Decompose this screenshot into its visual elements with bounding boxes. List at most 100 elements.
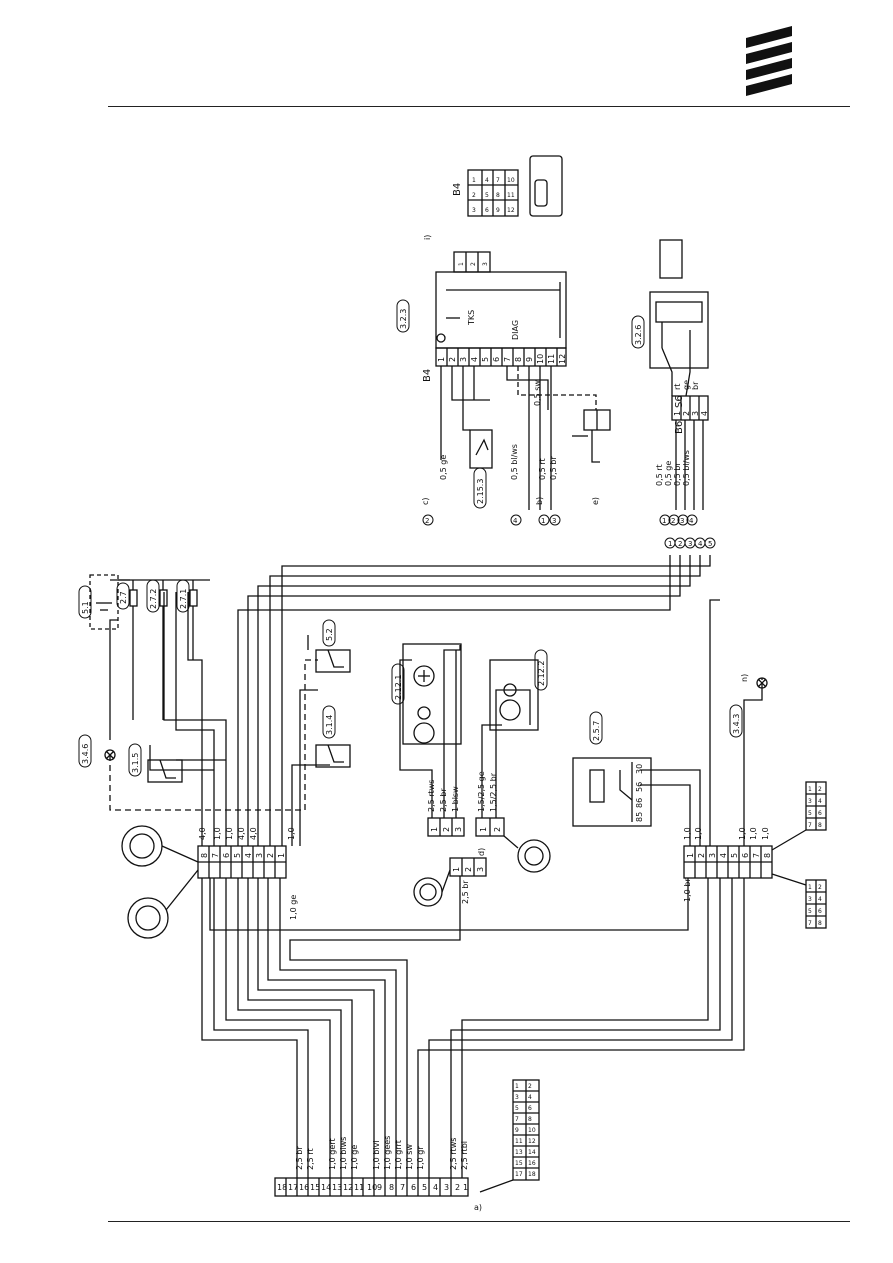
pin-label: 3 [476, 867, 485, 872]
pin-label: 7 [503, 357, 512, 362]
sensor-2-15-3 [469, 429, 493, 469]
circled-3: 3 [552, 517, 556, 525]
connector-a-wire-labels: 2,5 br 2,5 rt 1,0 gert 1,0 blws 1,0 ge 1… [295, 1136, 469, 1170]
pin-label: 8 [514, 357, 523, 362]
connector-8-pin-numbers: 8 7 6 5 4 3 2 1 [200, 853, 286, 858]
pin-label: 4 [528, 1094, 532, 1101]
pin-label: 1 [437, 357, 446, 362]
motor-2-12-2-box [489, 659, 539, 731]
pin-label: 3 [454, 827, 463, 832]
ref-2-7-2: 2.7.2 [149, 589, 158, 609]
ref-5-1: 5.1 [81, 601, 90, 614]
wire-label: 0,5 br [673, 462, 682, 486]
connector-d-mark: d) [477, 848, 486, 856]
circled-3: 3 [688, 540, 692, 548]
switch-3-1-4 [315, 744, 351, 768]
pin-label: 7 [808, 920, 812, 927]
relay-2-5-7 [572, 757, 652, 827]
pin-label: 16 [299, 1183, 309, 1192]
ref-2-15-3: 2.15.3 [476, 479, 485, 504]
b6-plug [659, 239, 683, 279]
pin-label: 8 [763, 853, 772, 858]
pin-label: 8 [818, 920, 822, 927]
pin-label: 3 [472, 207, 476, 214]
wire-label: 1,0 [749, 827, 758, 840]
pin-label: 3 [708, 853, 717, 858]
pin-label: 12 [558, 354, 567, 364]
wire-label: 0,5 sw [533, 380, 542, 406]
pin-label: 1 [472, 177, 476, 184]
pin-label: 86 [635, 798, 644, 808]
wire-label: 1,0 [287, 827, 296, 840]
switch-5-2 [315, 649, 351, 673]
mark-i: i) [423, 235, 432, 240]
pin-label: 14 [321, 1183, 331, 1192]
b6-sensor [649, 291, 709, 369]
connector-d-labels: 1 2 3 d) 2,5 br [452, 848, 486, 904]
circled-1: 1 [541, 517, 545, 525]
relay-pin-labels: 30 56 86 85 [635, 764, 644, 822]
mark-b: b) [535, 497, 544, 505]
pin-label: 8 [528, 1116, 532, 1123]
wire-label: 1,0 ge [350, 1145, 359, 1170]
b4-pin-numbers: 1 2 3 4 5 6 7 8 9 10 11 12 [437, 354, 567, 364]
pin-label: 1 [673, 411, 682, 416]
pin-label: 7 [752, 853, 761, 858]
circled-3: 3 [680, 517, 684, 525]
pin-label: 3 [691, 411, 700, 416]
ref-3-2-6: 3.2.6 [634, 325, 643, 345]
wire-label: 2,5 br [461, 880, 470, 904]
pin-label: 17 [288, 1183, 298, 1192]
pin-label: 4 [244, 853, 253, 858]
ref-3-4-6: 3.4.6 [81, 744, 90, 764]
wire-label: 1,0 blvi [372, 1140, 381, 1170]
pin-label: 2 [493, 827, 502, 832]
motor-2-12-1-box [402, 643, 462, 745]
pin-label: 5 [730, 853, 739, 858]
connector-a-body [274, 1177, 469, 1197]
pin-label: 5 [485, 192, 489, 199]
motor-2-12-2 [499, 699, 521, 721]
motor-2-12-1 [413, 722, 435, 744]
mark-e: e) [591, 497, 600, 505]
pin-label: 8 [496, 192, 500, 199]
pin-label: 6 [818, 810, 822, 817]
brand-logo [746, 26, 792, 96]
pin-label: 7 [515, 1116, 519, 1123]
round-connector-2a [517, 839, 551, 873]
pin-label: 3 [444, 1183, 449, 1192]
wire-label: 1,0 br [683, 878, 692, 902]
footer-rule [108, 1221, 850, 1222]
pin-label: 2 [472, 192, 476, 199]
wire-label: 1,0 [738, 827, 747, 840]
pin-label: 3 [808, 896, 812, 903]
pin-label: 1 [808, 884, 812, 891]
b6-wire-labels: 0,5 rt 0,5 ge 0,5 br 0,5 bl/ws rt ge br [655, 380, 700, 486]
wire-label: 0,5 br [549, 456, 558, 480]
pin-label: 30 [635, 764, 644, 774]
pin-label: 4 [719, 853, 728, 858]
pin-label: 6 [818, 908, 822, 915]
b4-top-plug [529, 155, 563, 217]
ref-2-7-1: 2.7.1 [179, 589, 188, 609]
pin-label: 5 [481, 357, 490, 362]
pin-label: 56 [635, 782, 644, 792]
lamp-3-4-6 [104, 749, 116, 761]
s6-label: S6 [674, 395, 685, 408]
circled-1: 1 [668, 540, 672, 548]
pin-label: 4 [470, 357, 479, 362]
pin-label: 13 [332, 1183, 342, 1192]
tks-label: TKS [467, 310, 476, 326]
pin-label: 5 [233, 853, 242, 858]
battery-box [89, 574, 119, 630]
pin-label: 9 [525, 357, 534, 362]
wire-label: 2,5 rtbl [460, 1141, 469, 1170]
wire-label: 2,5 rt [306, 1148, 315, 1170]
pin-label: 18 [277, 1183, 287, 1192]
wire-label: 2,5 br [439, 788, 448, 812]
harness-wires [109, 555, 763, 1178]
pin-label: 11 [547, 354, 556, 364]
circled-4: 4 [698, 540, 703, 548]
pin-label: 3 [459, 357, 468, 362]
b4-wire-labels: 0,5 ge 0,5 bl/ws 0,5 rt 0,5 br 0,5 sw [439, 380, 558, 480]
